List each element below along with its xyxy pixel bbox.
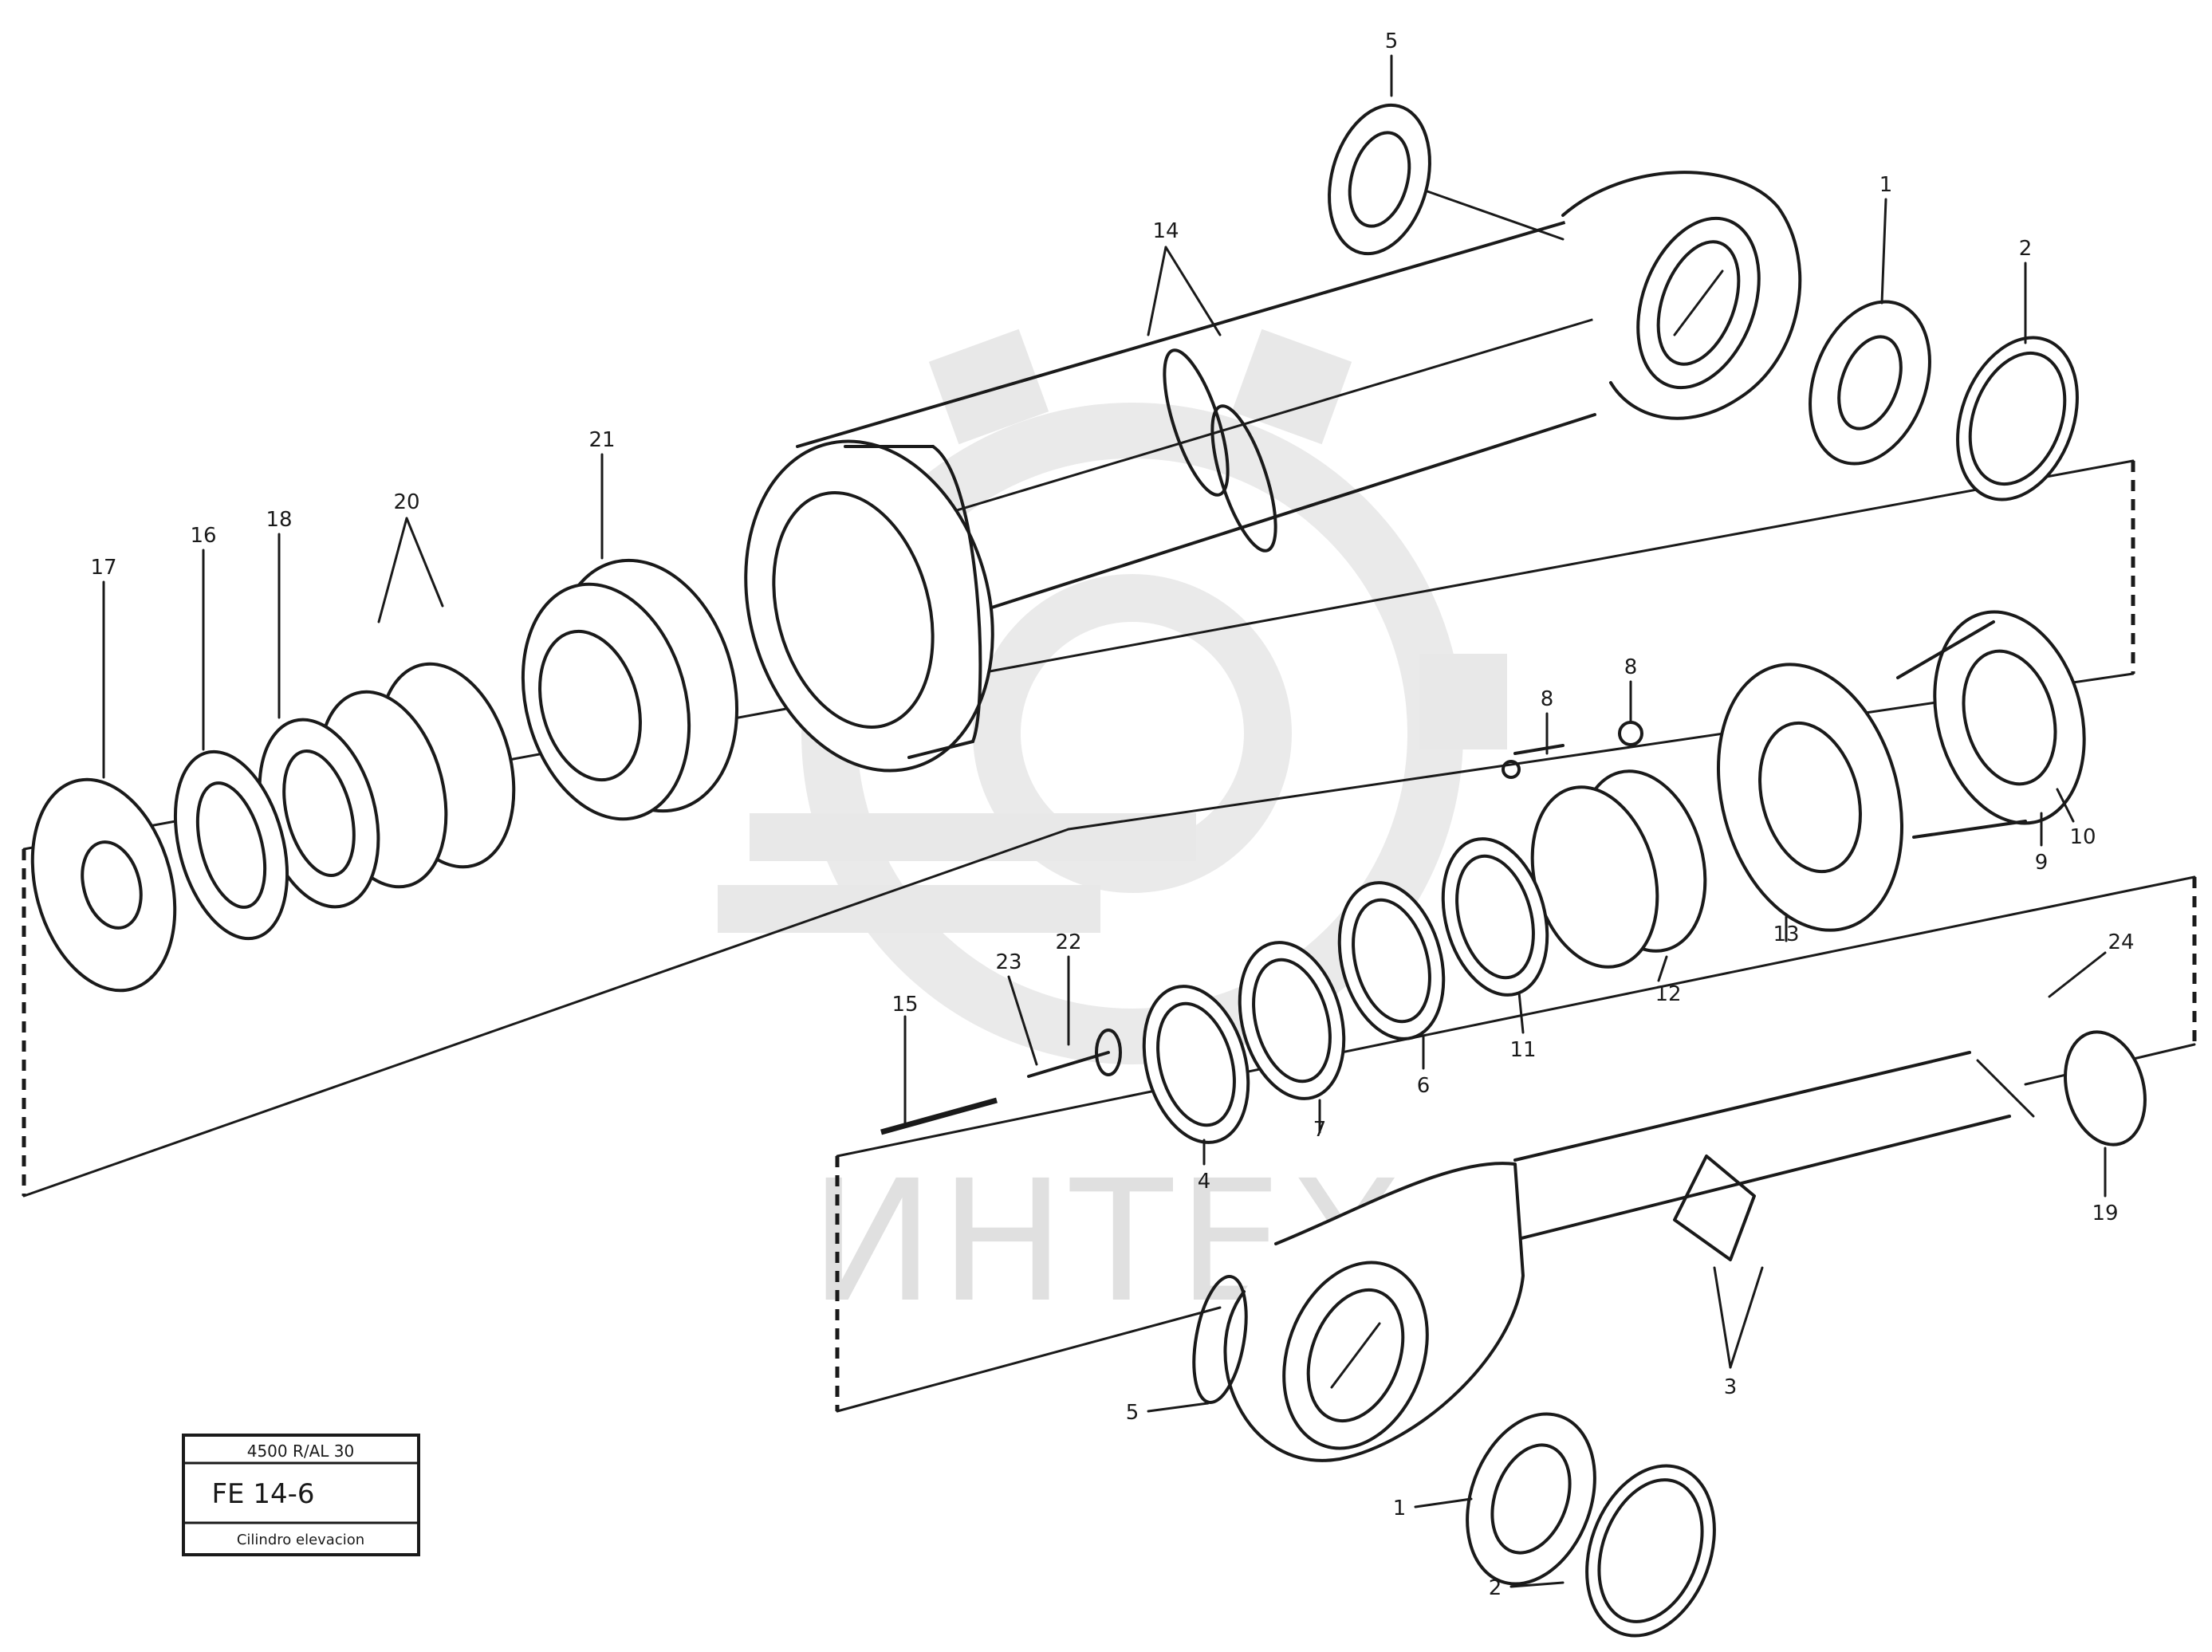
callout-10: 10: [2069, 825, 2096, 849]
title-box-page-code: FE 14-6: [211, 1478, 314, 1510]
callout-17: 17: [90, 556, 116, 580]
title-box-ref-code: 4500 R/AL 30: [247, 1442, 355, 1461]
callout-5-top: 5: [1385, 30, 1399, 53]
callout-18: 18: [266, 508, 292, 532]
callout-1-top: 1: [1879, 173, 1893, 197]
title-box-caption: Cilindro elevacion: [237, 1532, 364, 1548]
callout-14: 14: [1152, 219, 1179, 243]
callout-8b: 8: [1624, 655, 1638, 679]
assembly-frame-lower: [835, 875, 2197, 1413]
title-box: 4500 R/AL 30 FE 14-6 Cilindro elevacion: [182, 1434, 420, 1556]
callout-12: 12: [1655, 982, 1681, 1006]
rod-seal-rings: [1142, 837, 1549, 1144]
callout-2-top: 2: [2019, 237, 2033, 261]
piston-rod: [1192, 1030, 2147, 1462]
bottom-ring-parts: [1466, 1412, 1716, 1638]
callout-15: 15: [891, 993, 918, 1017]
callout-20: 20: [393, 490, 419, 514]
callout-8a: 8: [1541, 687, 1554, 711]
callout-19: 19: [2092, 1202, 2118, 1225]
callout-7: 7: [1313, 1118, 1327, 1142]
piston-seal-stack: [30, 662, 516, 993]
callout-6: 6: [1417, 1074, 1431, 1098]
piston: [521, 558, 739, 821]
cylinder-head: [744, 439, 994, 773]
callout-5-bottom: 5: [1126, 1401, 1139, 1425]
callout-4: 4: [1198, 1170, 1211, 1194]
small-hardware: [880, 721, 1643, 1135]
callout-labels: 5 14 1 2 21 17 16 18 20 8 8 10 9 13 12 1…: [90, 30, 2134, 1600]
callout-23: 23: [995, 950, 1021, 974]
rod-guide-parts: [1530, 610, 2086, 969]
callout-24: 24: [2108, 930, 2134, 954]
callout-13: 13: [1773, 922, 1799, 946]
callout-2-bottom: 2: [1489, 1576, 1502, 1600]
callout-11: 11: [1509, 1038, 1536, 1062]
callout-21: 21: [588, 428, 615, 452]
leader-lines: [102, 54, 2107, 1588]
callout-22: 22: [1055, 930, 1081, 954]
callout-9: 9: [2035, 851, 2049, 875]
callout-16: 16: [190, 524, 216, 548]
top-ring-parts: [1328, 103, 2079, 502]
callout-3: 3: [1724, 1375, 1738, 1399]
callout-1-bottom: 1: [1393, 1497, 1407, 1520]
